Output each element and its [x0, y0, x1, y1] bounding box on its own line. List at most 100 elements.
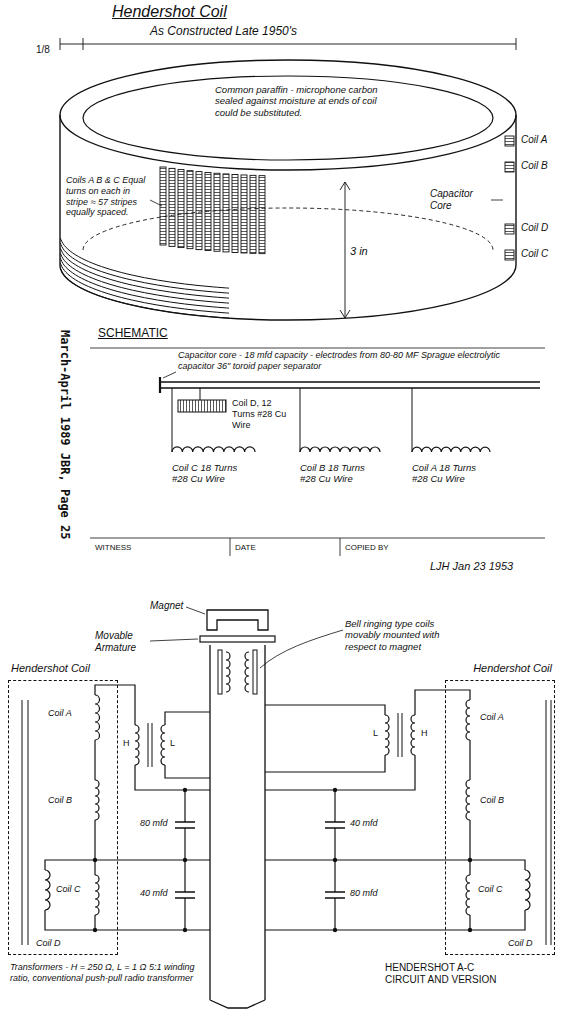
wire: [165, 765, 210, 778]
inner-wall-bottom: [83, 208, 493, 250]
coil-winding: [60, 238, 229, 288]
coil-symbol: [95, 695, 100, 740]
coil-symbol: [385, 715, 389, 755]
annotation: L: [373, 728, 378, 739]
wire: [172, 388, 412, 452]
capacitor-core: [22, 700, 28, 945]
title: Hendershot Coil: [112, 2, 227, 21]
coil-symbol: [466, 875, 470, 915]
wire: [95, 859, 210, 860]
annotation: Coil A: [480, 712, 504, 723]
annotation: As Constructed Late 1950's: [150, 24, 297, 38]
coil-stripe: [259, 176, 265, 254]
wire: [94, 740, 95, 780]
junction-dot: [183, 788, 187, 792]
dimension-line: [60, 38, 516, 50]
annotation: 40 mfd: [350, 818, 378, 829]
coil-block: [505, 162, 514, 172]
annotation: Coil B 18 Turns #28 Cu Wire: [300, 462, 378, 485]
capacitor-core: [159, 377, 161, 393]
coil-symbol: [466, 780, 470, 820]
coil-core: [218, 650, 222, 694]
junction-dot: [468, 928, 472, 932]
annotation: Coil A: [48, 708, 72, 719]
capacitor-symbol: [175, 822, 195, 828]
transformer-core: [398, 713, 402, 757]
annotation: Common paraffin - microphone carbon seal…: [215, 84, 385, 118]
annotation: Coil C: [521, 248, 548, 260]
wire: [135, 765, 210, 790]
coil-block: [505, 250, 514, 260]
annotation: H: [123, 738, 130, 749]
annotation: 3 in: [350, 245, 368, 258]
dimension-line: [340, 182, 350, 318]
wire: [165, 712, 210, 725]
junction-dot: [333, 788, 337, 792]
leader-line: [491, 200, 503, 201]
coil-core: [253, 650, 257, 694]
capacitor-symbol: [325, 892, 345, 898]
citation: March-April 1989 JBR, Page 25: [58, 330, 72, 540]
annotation: Coil C 18 Turns #28 Cu Wire: [172, 462, 252, 485]
annotation: Capacitor Core: [430, 188, 488, 212]
annotation: 40 mfd: [140, 888, 168, 899]
coil-symbol: [95, 780, 99, 820]
wire: [265, 859, 470, 860]
wire: [265, 755, 385, 772]
coil-stripe: [160, 167, 166, 245]
wire: [469, 820, 470, 875]
coil-symbol: [135, 725, 139, 765]
dashed-boundary: Hendershot Coil: [8, 680, 118, 955]
coil-symbol: [172, 447, 255, 452]
wire: [95, 915, 210, 930]
annotation: SCHEMATIC: [98, 326, 168, 340]
wire: [95, 685, 135, 725]
coil-stripe: [178, 170, 184, 248]
leader-line: [186, 607, 205, 614]
junction-dot: [93, 858, 97, 862]
wire: [265, 755, 415, 790]
coil-stripe: [187, 171, 193, 249]
wire: [184, 790, 185, 822]
boundary-heading: Hendershot Coil: [473, 662, 552, 675]
annotation: L: [170, 738, 175, 749]
annotation: COPIED BY: [345, 543, 389, 553]
coil-block: [505, 136, 514, 146]
wire: [45, 860, 95, 870]
coil-stripe: [169, 168, 175, 246]
coil-symbol: [466, 700, 470, 740]
junction-dot: [468, 858, 472, 862]
annotation: Coil B: [480, 795, 504, 806]
annotation: Bell ringing type coils movably mounted …: [345, 618, 465, 652]
annotation: 80 mfd: [350, 888, 378, 899]
wire: [184, 898, 185, 930]
coil-symbol: [525, 870, 530, 910]
annotation: WITNESS: [95, 543, 131, 553]
coil-symbol: [95, 875, 99, 915]
junction-dot: [333, 928, 337, 932]
annotation: H: [421, 728, 428, 739]
annotation: Coil A 18 Turns #28 Cu Wire: [412, 462, 490, 485]
annotation: Coil C: [478, 884, 503, 895]
annotation: 1/8: [36, 44, 50, 56]
annotation: Coil B: [521, 160, 548, 172]
leader-line: [260, 630, 343, 668]
coil-d-winding: [178, 400, 226, 412]
annotation: HENDERSHOT A-C CIRCUIT AND VERSION: [385, 962, 505, 986]
annotation: Coil D, 12 Turns #28 Cu Wire: [232, 398, 292, 430]
wire: [470, 860, 525, 870]
wire: [469, 740, 470, 780]
capacitor-core: [546, 700, 551, 945]
magnet: [207, 610, 268, 630]
coil-form-side: [60, 115, 516, 265]
center-column: [210, 645, 265, 1008]
capacitor-symbol: [325, 822, 345, 828]
wire: [334, 790, 335, 822]
boundary-heading: Hendershot Coil: [11, 662, 90, 675]
coil-form-inner-rim: [83, 76, 493, 160]
annotation: Coil D: [521, 222, 548, 234]
coil-block: [505, 224, 514, 234]
leader-line: [150, 200, 162, 206]
annotation: Coil D: [36, 938, 61, 949]
coil-symbol: [300, 447, 380, 452]
